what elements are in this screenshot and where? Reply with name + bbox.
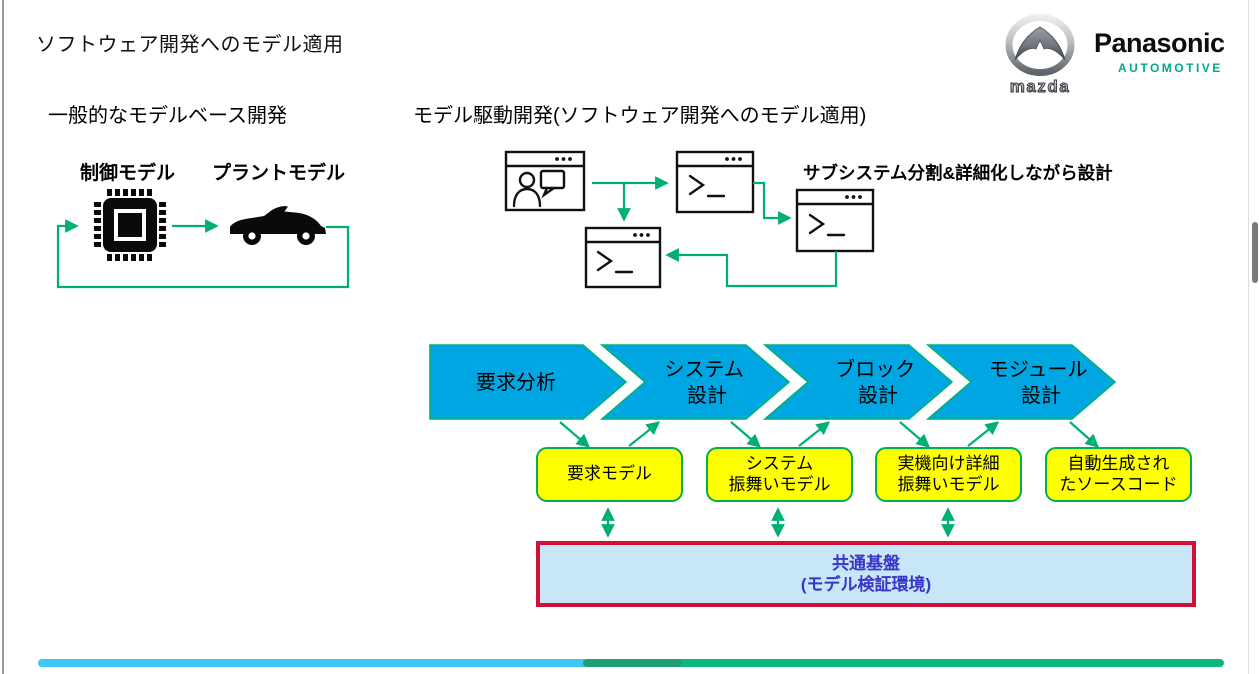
scrollbar-track [1248, 0, 1249, 674]
model-box: 自動生成され たソースコード [1045, 447, 1192, 502]
flow-chevron [762, 344, 954, 420]
slide-left-border [2, 0, 4, 674]
car-icon [230, 206, 326, 245]
feedback-loop-arrow [56, 219, 350, 289]
right-section-heading: モデル駆動開発(ソフトウェア開発へのモデル適用) [413, 105, 867, 127]
terminal-window-icon [675, 150, 755, 214]
model-box-label: システム [745, 454, 814, 474]
step-model-arrows [559, 421, 1100, 448]
model-box-label: 要求モデル [567, 464, 652, 484]
flow-step-label: モジュール 設計 [989, 359, 1093, 407]
mazda-logo: mazda [1005, 14, 1075, 96]
model-platform-arrows [601, 507, 955, 538]
subsystem-annotation: サブシステム分割&詳細化しながら設計 [803, 163, 1113, 183]
model-box: 実機向け詳細 振舞いモデル [875, 447, 1022, 502]
platform-label: 共通基盤 [832, 553, 900, 573]
model-box: 要求モデル [536, 447, 683, 502]
model-box-label: 自動生成され [1067, 454, 1170, 474]
requirement-window-icon [504, 150, 586, 212]
left-section-heading: 一般的なモデルベース開発 [48, 105, 287, 127]
mazda-emblem-icon [1005, 14, 1075, 76]
flow-step-label: 要求分析 [476, 371, 556, 394]
panasonic-automotive-label: AUTOMOTIVE [1118, 61, 1223, 75]
flow-chevron [925, 344, 1117, 420]
mazda-wordmark: mazda [1010, 77, 1070, 96]
platform-box: 共通基盤 (モデル検証環境) [536, 541, 1196, 607]
progress-segment-teal [583, 659, 682, 667]
window-connector-arrow [753, 181, 792, 225]
model-box-label: たソースコード [1059, 474, 1178, 494]
plant-model-label: プラントモデル [212, 163, 346, 184]
window-connector-arrow [665, 248, 838, 288]
progress-segment-green [585, 659, 1224, 667]
model-box-label: 振舞いモデル [897, 474, 1000, 494]
platform-label: (モデル検証環境) [800, 575, 932, 594]
terminal-window-icon [584, 226, 662, 289]
flow-chevron [599, 344, 791, 420]
chip-icon [94, 189, 166, 261]
scrollbar-thumb[interactable] [1252, 222, 1258, 283]
panasonic-logo: Panasonic AUTOMOTIVE [1094, 28, 1256, 76]
model-box: システム 振舞いモデル [706, 447, 853, 502]
flow-chevrons [429, 344, 1117, 420]
progress-segment-cyan [38, 659, 588, 667]
control-model-label: 制御モデル [80, 163, 176, 184]
slide-title: ソフトウェア開発へのモデル適用 [36, 34, 344, 56]
terminal-window-icon [795, 188, 875, 253]
flow-step-label: ブロック 設計 [835, 357, 921, 407]
flow-step-label: システム 設計 [665, 359, 750, 407]
model-box-label: 実機向け詳細 [897, 454, 1000, 474]
model-box-label: 振舞いモデル [728, 474, 831, 494]
panasonic-wordmark: Panasonic [1094, 28, 1225, 58]
flow-chevron [429, 344, 628, 420]
